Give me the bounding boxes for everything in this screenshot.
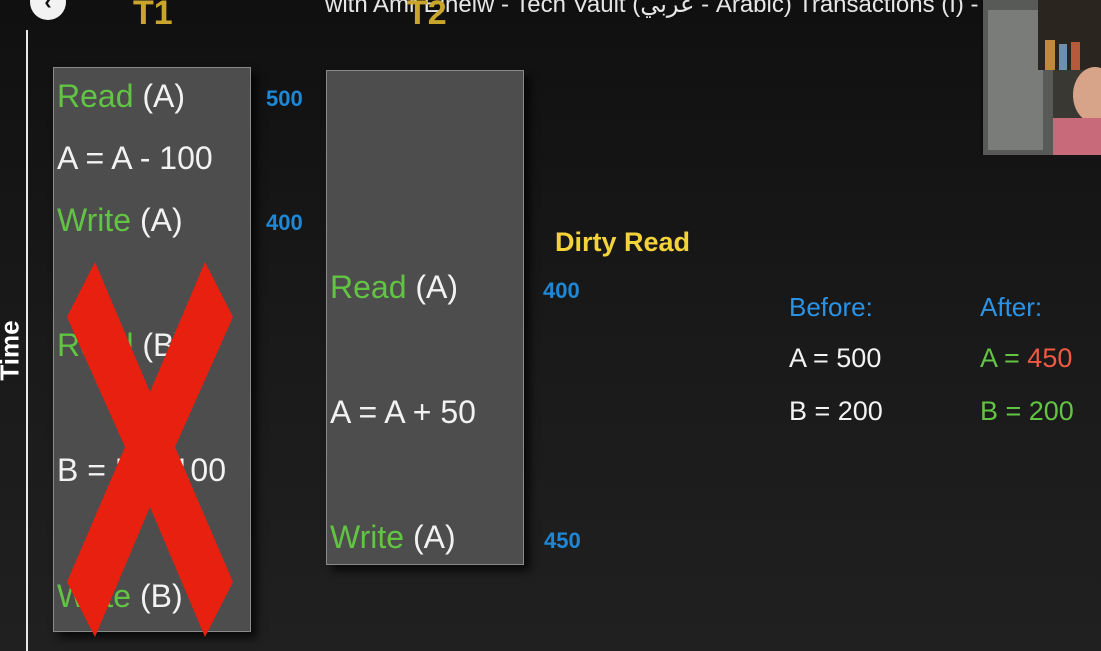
after-a-value: A = 450 — [980, 343, 1073, 373]
abort-x-mark — [67, 262, 233, 637]
transaction-2-box — [326, 70, 524, 565]
t1-read-a: Read (A) — [57, 78, 186, 114]
back-button[interactable]: ‹ — [30, 0, 66, 20]
t1-write-a: Write (A) — [57, 202, 183, 238]
t2-calc-a: A = A + 50 — [330, 394, 476, 430]
t2-write-a: Write (A) — [330, 519, 456, 555]
before-a-value: A = 500 — [789, 343, 882, 373]
t1-value-after-read: 500 — [266, 86, 303, 111]
before-b-value: B = 200 — [789, 396, 883, 426]
webcam-image — [983, 0, 1101, 155]
transaction-2-label: T2 — [407, 0, 447, 32]
t2-value-after-write: 450 — [544, 528, 581, 553]
t2-value-after-read: 400 — [543, 278, 580, 303]
t1-calc-a: A = A - 100 — [57, 140, 213, 176]
transaction-1-label: T1 — [133, 0, 173, 32]
t1-value-after-write: 400 — [266, 210, 303, 235]
presenter-webcam — [981, 0, 1101, 155]
after-label: After: — [980, 292, 1043, 322]
time-axis-label: Time — [0, 320, 25, 381]
time-axis — [26, 30, 28, 651]
before-label: Before: — [789, 292, 873, 322]
video-title: with Amr Elhelw - Tech Vault (عربي - Ara… — [325, 0, 1024, 18]
dirty-read-heading: Dirty Read — [555, 227, 691, 257]
after-b-value: B = 200 — [980, 396, 1074, 426]
t2-read-a: Read (A) — [330, 269, 459, 305]
